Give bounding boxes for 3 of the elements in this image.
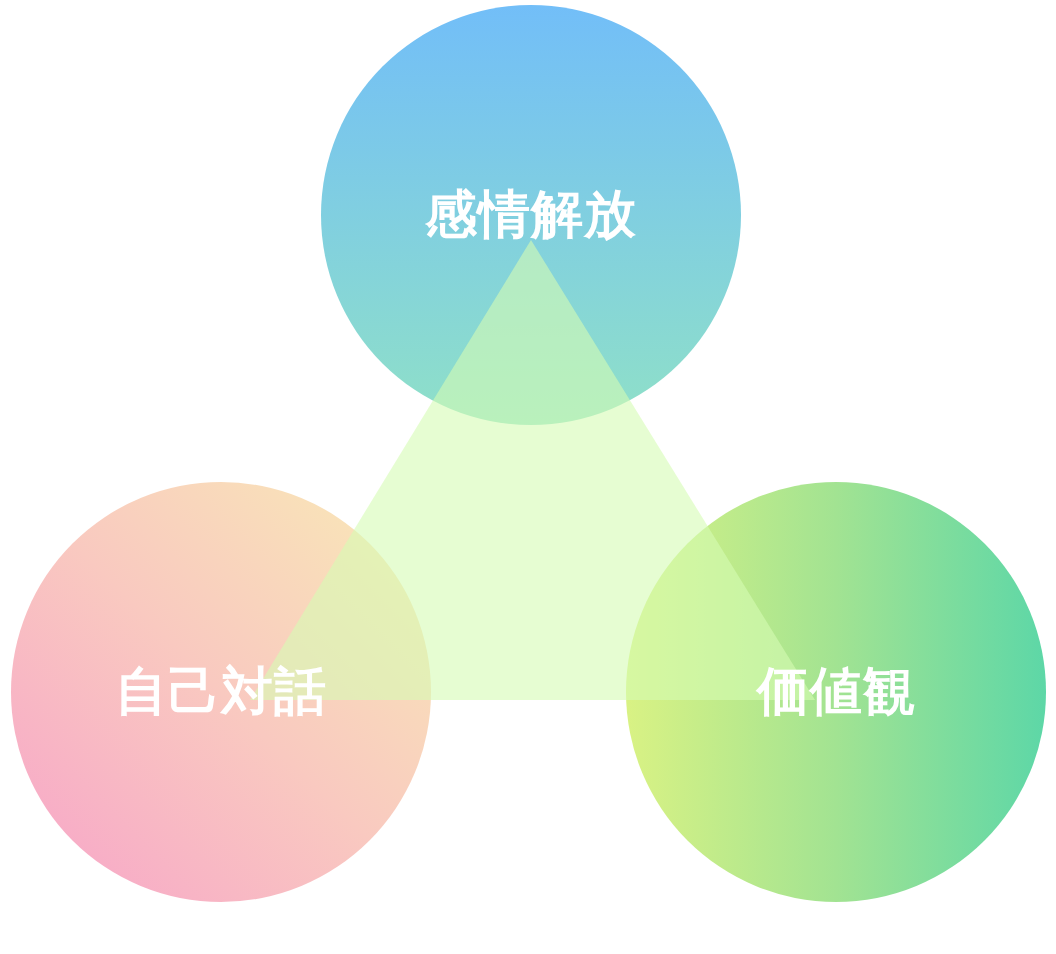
circle-label: 価値観	[756, 660, 916, 723]
circle-label: 自己対話	[115, 660, 327, 723]
circle-label: 感情解放	[425, 183, 637, 246]
